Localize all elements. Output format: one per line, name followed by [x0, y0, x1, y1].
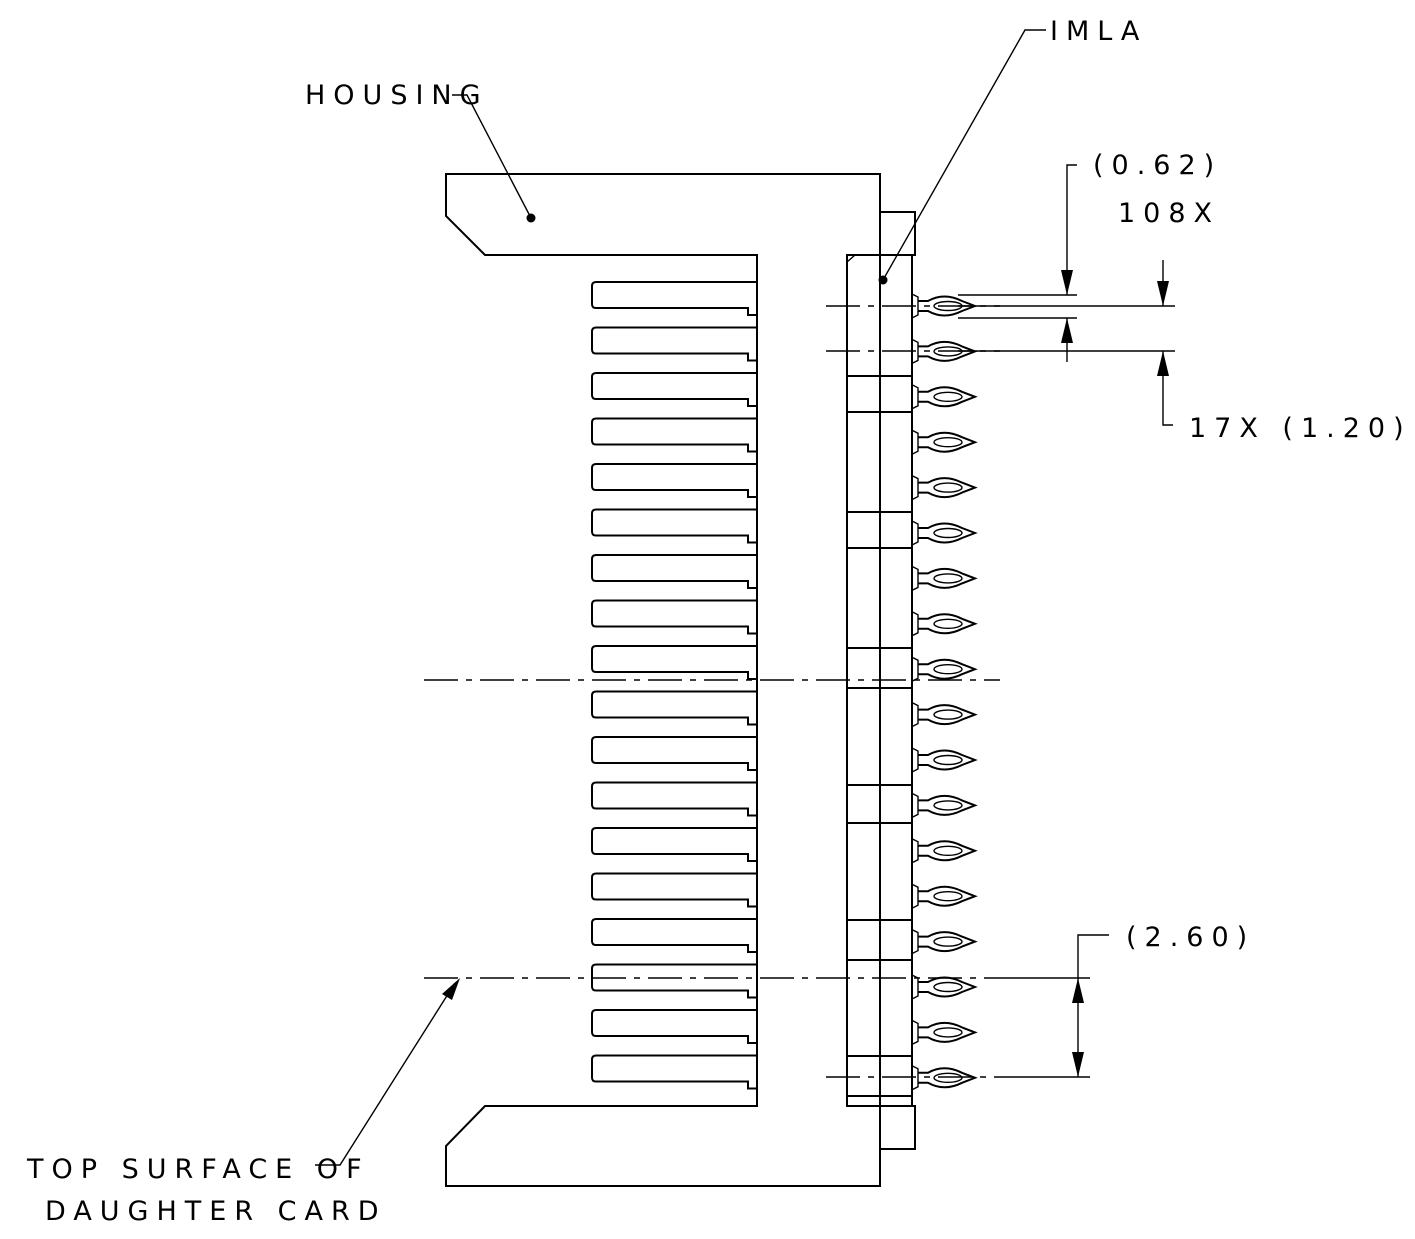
imla-windows — [846, 375, 913, 1097]
housing-slot — [591, 281, 757, 316]
contact-tail — [911, 838, 978, 864]
housing-slot — [591, 599, 757, 635]
contact-tail — [911, 429, 978, 455]
contact-tails — [911, 293, 978, 1091]
count-small-label: 108X — [1118, 198, 1220, 229]
contact-tail — [911, 928, 978, 955]
contact-tail — [911, 656, 978, 682]
housing-slot — [591, 827, 757, 862]
housing-slot — [591, 781, 757, 817]
daughter-card-label-line2: DAUGHTER CARD — [45, 1196, 387, 1227]
contact-tail — [911, 701, 978, 728]
housing-slot — [591, 417, 757, 453]
housing-slot — [591, 645, 757, 680]
housing-label: HOUSING — [305, 80, 489, 111]
contact-tail — [911, 792, 978, 819]
span-label: (2.60) — [1126, 922, 1255, 953]
contact-tail — [911, 565, 978, 592]
housing-slot — [591, 554, 757, 589]
housing-outline — [445, 173, 881, 1187]
housing-slot — [591, 918, 757, 953]
housing-slot — [591, 372, 757, 407]
contact-tail — [911, 1019, 978, 1046]
contact-tail — [911, 747, 978, 773]
contact-tail — [911, 474, 978, 501]
housing-slot — [591, 326, 757, 362]
contact-tail — [911, 384, 978, 410]
housing-slot — [591, 690, 757, 726]
housing-slot — [591, 963, 757, 999]
housing-slot — [591, 1054, 757, 1090]
pitch-small-label: (0.62) — [1093, 150, 1222, 181]
contact-tail — [911, 520, 978, 546]
leader-lines — [315, 29, 1046, 1166]
imla-bottom-tab — [879, 1105, 916, 1150]
housing-slots — [591, 281, 757, 1090]
imla-label: IMLA — [1050, 16, 1147, 47]
contact-tail — [911, 1065, 978, 1091]
housing-slot — [591, 736, 757, 771]
imla-top-step — [846, 254, 856, 263]
housing-slot — [591, 508, 757, 544]
housing-slot — [591, 872, 757, 908]
contact-tail — [911, 611, 978, 637]
daughter-card-label-line1: TOP SURFACE OF — [26, 1154, 370, 1185]
pitch-large-label: 17X (1.20) — [1189, 413, 1412, 444]
contact-tail — [911, 883, 978, 909]
housing-slot — [591, 463, 757, 498]
housing-slot — [591, 1009, 757, 1044]
dimension-lines — [958, 164, 1175, 1078]
